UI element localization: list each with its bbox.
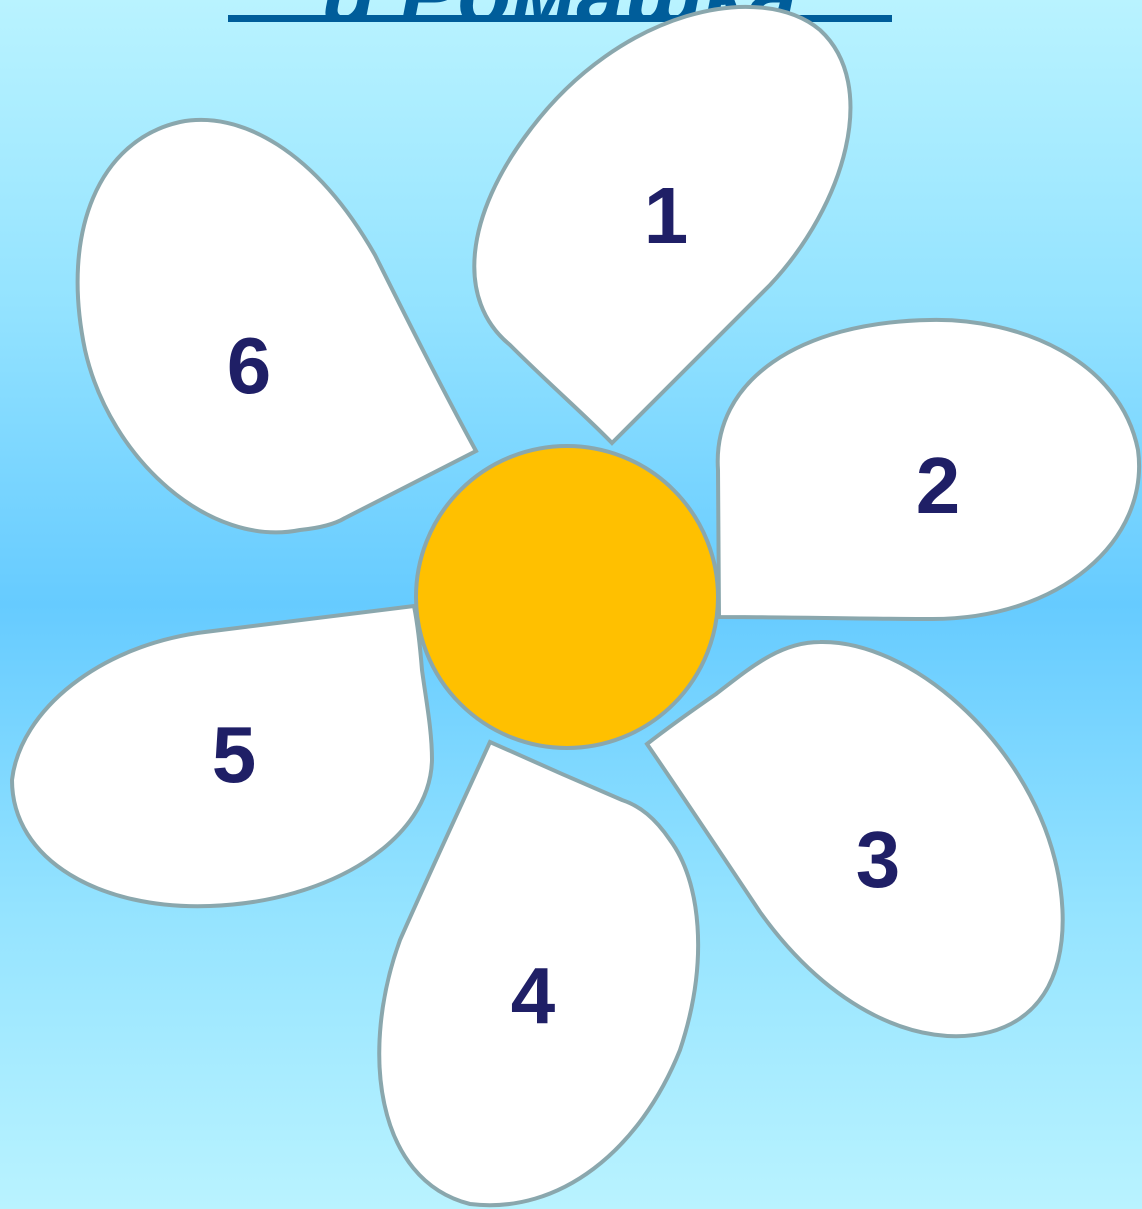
- flower-center: [416, 446, 718, 748]
- petal-6[interactable]: 6: [78, 120, 476, 532]
- petal-5-number: 5: [212, 710, 257, 799]
- petal-1-number: 1: [644, 171, 689, 260]
- petal-3[interactable]: 3: [647, 642, 1063, 1036]
- petal-4-number: 4: [511, 951, 556, 1040]
- petal-6-number: 6: [227, 321, 272, 410]
- petal-2-number: 2: [916, 441, 961, 530]
- petal-4[interactable]: 4: [379, 742, 698, 1205]
- petal-5[interactable]: 5: [12, 606, 432, 906]
- petal-2[interactable]: 2: [718, 320, 1139, 619]
- petal-3-number: 3: [856, 815, 901, 904]
